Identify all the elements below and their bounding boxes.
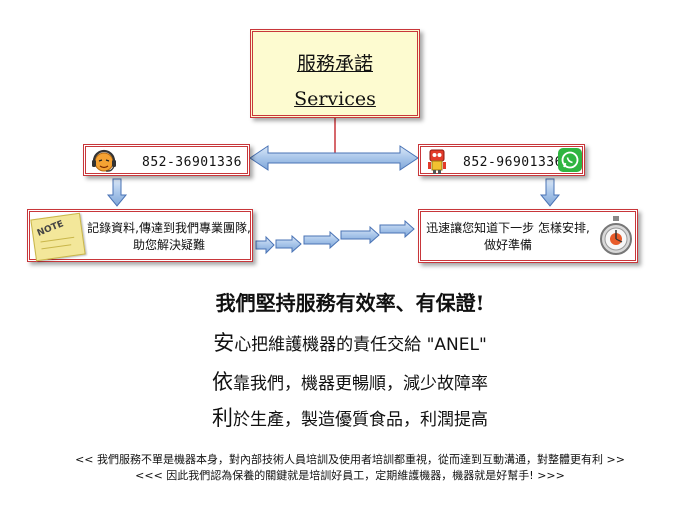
right-contact-box: 852-96901336 [418, 144, 585, 176]
left-note-box: NOTE 記錄資料,傳達到我們專業團隊, 助您解決疑難 [27, 209, 253, 262]
down-arrow-left [106, 178, 128, 207]
pillar-2-text: 靠我們，機器更暢順，減少故障率 [233, 374, 488, 394]
headline: 我們堅持服務有效率、有保證! [215, 291, 485, 315]
pillar-1-first-char: 安 [213, 331, 235, 355]
footer-line-2: <<< 因此我們認為保養的關鍵就是培訓好員工，定期維護機器，機器就是好幫手! >… [135, 469, 565, 482]
pillar-2-first-char: 依 [212, 370, 233, 394]
headset-operator-icon [92, 149, 116, 172]
step-arrow-5 [379, 219, 415, 239]
left-note-line1: 記錄資料,傳達到我們專業團隊, [87, 221, 251, 235]
note-icon: NOTE [30, 212, 86, 262]
double-arrow [249, 145, 419, 171]
step-arrow-4 [340, 225, 380, 245]
left-note-line2: 助您解決疑難 [132, 238, 205, 252]
left-contact-box: 852-36901336 [83, 144, 250, 176]
note-icon-label: NOTE [35, 219, 66, 239]
pillar-1-text: 心把維護機器的責任交給 "ANEL" [234, 335, 487, 355]
pillar-3-first-char: 利 [212, 406, 233, 430]
right-phone-number[interactable]: 852-96901336 [463, 155, 563, 170]
step-arrow-1 [255, 235, 275, 255]
service-title-box: 服務承諾 Services [250, 29, 420, 118]
whatsapp-icon[interactable] [558, 148, 582, 172]
right-note-line1: 迅速讓您知道下一步 怎樣安排, [426, 221, 590, 235]
title-english: Services [294, 88, 376, 110]
step-arrow-3 [303, 230, 340, 250]
footer-line-1: << 我們服務不單是機器本身，對內部技術人員培訓及使用者培訓都重視，從而達到互動… [75, 453, 625, 466]
right-note-line2: 做好準備 [483, 238, 532, 252]
step-arrow-2 [275, 234, 302, 254]
stopwatch-icon [600, 216, 632, 255]
robot-mascot-icon [428, 149, 446, 174]
title-chinese: 服務承諾 [296, 53, 373, 75]
pillar-3-text: 於生產，製造優質食品，利潤提高 [233, 410, 488, 430]
right-note-box: 迅速讓您知道下一步 怎樣安排, 做好準備 [418, 209, 638, 263]
pillar-line-2: 依靠我們，機器更暢順，減少故障率 [0, 366, 700, 396]
down-arrow-right [539, 178, 561, 207]
pillar-line-3: 利於生產，製造優質食品，利潤提高 [0, 402, 700, 432]
pillar-line-1: 安心把維護機器的責任交給 "ANEL" [0, 327, 700, 357]
left-phone-number[interactable]: 852-36901336 [142, 155, 242, 170]
